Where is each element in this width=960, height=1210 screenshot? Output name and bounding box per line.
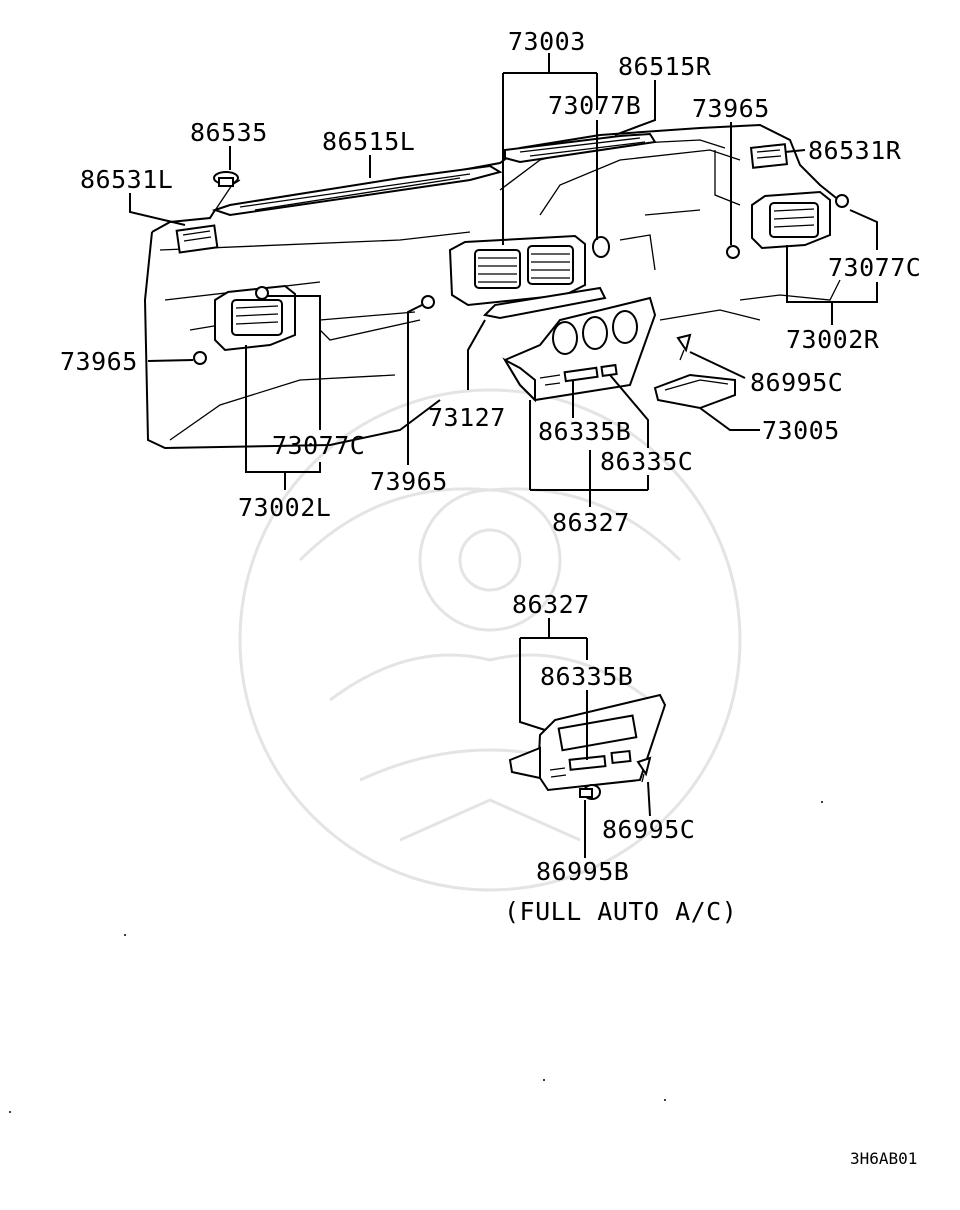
side-defroster-right-slats	[756, 149, 782, 159]
vent-assembly-right	[751, 190, 849, 250]
label-86531L: 86531L	[80, 165, 173, 194]
label-73127: 73127	[428, 403, 506, 432]
label-86995B: 86995B	[536, 857, 629, 886]
ashtray-73005	[653, 373, 736, 410]
label-86995C-top: 86995C	[750, 368, 843, 397]
screw-86995C-bottom	[636, 756, 652, 783]
knob-73077B	[592, 236, 610, 258]
side-defroster-left-slats	[182, 230, 212, 242]
label-86515R: 86515R	[618, 52, 712, 81]
clip-73965-right	[726, 245, 740, 259]
label-73077C-right: 73077C	[828, 253, 921, 282]
control-panel-full-auto	[508, 693, 667, 792]
label-86995C-bottom: 86995C	[602, 815, 695, 844]
label-73077C-left: 73077C	[272, 431, 365, 460]
control-panel-assembly	[502, 296, 657, 403]
bracket-73127	[482, 286, 607, 320]
leader-lines	[129, 53, 878, 858]
defroster-grille-right	[504, 132, 657, 164]
label-86531R: 86531R	[808, 136, 902, 165]
diagram-code: 3H6AB01	[850, 1149, 917, 1168]
label-73003: 73003	[508, 27, 586, 56]
label-73077B: 73077B	[548, 91, 641, 120]
defroster-grille-left	[211, 164, 503, 217]
variant-caption: (FULL AUTO A/C)	[504, 897, 737, 926]
label-86335C: 86335C	[600, 447, 693, 476]
label-86335B-bottom: 86335B	[540, 662, 633, 691]
center-vent-assembly	[448, 234, 586, 307]
vent-assembly-left	[214, 284, 296, 352]
watermark-emblem	[238, 388, 742, 892]
scan-specks	[9, 801, 823, 1113]
label-86535: 86535	[190, 118, 268, 147]
clip-73965-left	[193, 351, 207, 365]
label-86515L: 86515L	[322, 127, 415, 156]
label-73002L: 73002L	[238, 493, 331, 522]
screw-86995B	[579, 784, 601, 800]
clip-86535	[213, 171, 239, 187]
label-86327-bottom: 86327	[512, 590, 590, 619]
label-86335B-top: 86335B	[538, 417, 631, 446]
label-73965-top-right: 73965	[692, 94, 770, 123]
label-73002R: 73002R	[786, 325, 880, 354]
side-defroster-right	[749, 143, 789, 169]
label-73965-bottom: 73965	[370, 467, 448, 496]
label-73005: 73005	[762, 416, 840, 445]
label-86327-top: 86327	[552, 508, 630, 537]
clip-73965-bottom	[421, 295, 435, 309]
screw-86995C-top	[676, 333, 692, 361]
label-73965-left: 73965	[60, 347, 138, 376]
